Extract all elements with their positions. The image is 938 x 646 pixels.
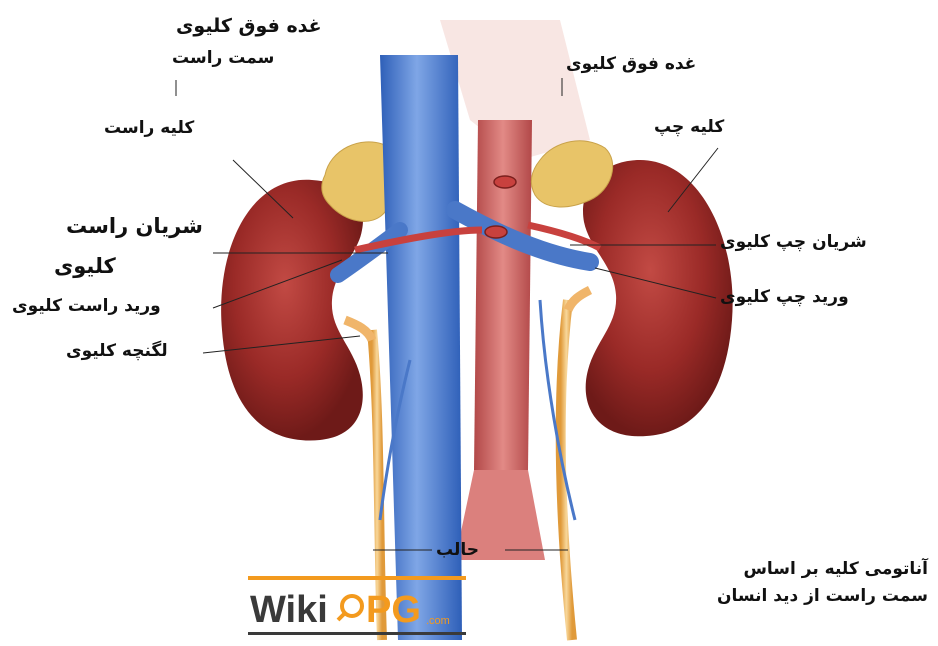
magnifier-handle-icon bbox=[338, 613, 345, 620]
label-renal-vein-left: ورید چپ کلیوی bbox=[720, 287, 849, 307]
logo-text-wiki: Wiki bbox=[250, 589, 328, 631]
left-renal-pelvis bbox=[568, 290, 590, 310]
label-adrenal-right-line1: غده فوق کلیوی bbox=[176, 15, 322, 37]
logo-top-bar bbox=[248, 576, 466, 580]
label-renal-vein-right: ورید راست کلیوی bbox=[12, 296, 161, 316]
aorta bbox=[474, 120, 532, 470]
mesenteric-artery-stub bbox=[485, 226, 507, 238]
label-renal-artery-right-line1: شریان راست bbox=[66, 214, 203, 238]
label-renal-pelvis: لگنچه کلیوی bbox=[66, 341, 168, 361]
figure-caption: آناتومی کلیه بر اساس سمت راست از دید انس… bbox=[690, 556, 928, 610]
label-ureter: حالب bbox=[436, 540, 479, 560]
label-adrenal-right-line2: سمت راست bbox=[172, 48, 274, 68]
label-renal-artery-right-line2: کلیوی bbox=[54, 254, 116, 278]
celiac-artery-stub bbox=[494, 176, 516, 188]
caption-line1: آناتومی کلیه بر اساس bbox=[690, 556, 928, 583]
label-kidney-right: کلیه راست bbox=[104, 118, 194, 138]
label-kidney-left: کلیه چپ bbox=[654, 117, 724, 137]
right-kidney bbox=[221, 180, 363, 441]
logo-text-com: .com bbox=[426, 615, 450, 627]
wikipg-logo: Wiki PG .com bbox=[248, 576, 466, 636]
label-adrenal-left: غده فوق کلیوی bbox=[566, 54, 696, 74]
logo-bottom-bar bbox=[248, 632, 466, 635]
caption-line2: سمت راست از دید انسان bbox=[690, 583, 928, 610]
logo-text-pg: PG bbox=[366, 589, 421, 631]
label-renal-artery-left: شریان چپ کلیوی bbox=[720, 232, 867, 252]
left-kidney bbox=[583, 160, 733, 436]
